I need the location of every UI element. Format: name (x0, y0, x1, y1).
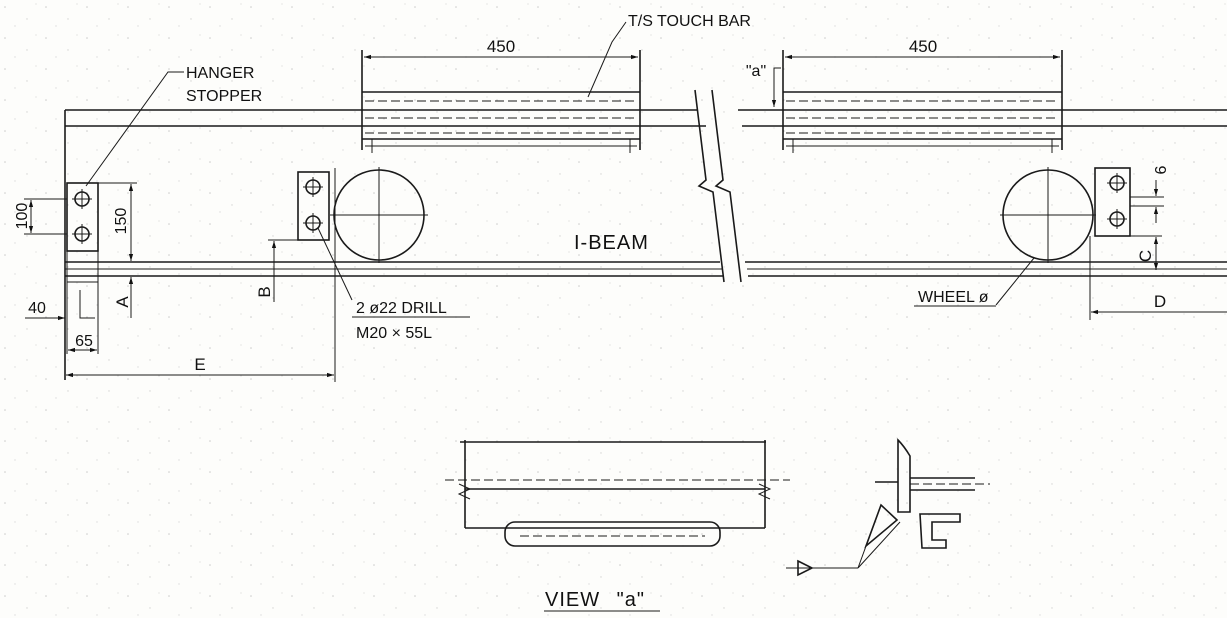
right-hanger-plate (1094, 167, 1131, 237)
top-rail (65, 109, 1227, 127)
hanger-stopper-callout-line1: HANGER (186, 65, 254, 82)
dim-gap-lines (1130, 180, 1164, 223)
touch-bar-callout: T/S TOUCH BAR (628, 13, 751, 30)
i-beam-flange (65, 261, 1227, 277)
dim-bolt-pitch: 100 (14, 203, 31, 230)
dim-b-lines (268, 239, 298, 302)
dim-stopper-height-lines (98, 182, 137, 261)
i-beam-label: I-BEAM (574, 232, 649, 254)
hanger-stopper-leader (85, 71, 184, 187)
drill-leader (317, 227, 353, 301)
touch-bar-left (361, 50, 641, 153)
dim-e: E (194, 355, 205, 374)
left-wheel (330, 167, 428, 263)
dim-a: A (113, 296, 132, 308)
view-a-channel (504, 521, 721, 547)
left-hanger-stopper-plate (66, 182, 99, 354)
dim-stopper-height: 150 (113, 208, 130, 235)
break-lines (694, 89, 742, 283)
section-detail-angle (875, 438, 990, 513)
section-detail-channel (919, 513, 961, 549)
wheel-callout: WHEEL ø (918, 289, 989, 306)
section-marker-arrow (771, 67, 781, 107)
drill-callout-line1: 2 ø22 DRILL (356, 300, 447, 317)
dim-touch-bar-left: 450 (487, 37, 515, 56)
weld-symbol (786, 503, 901, 577)
touch-bar-leader (587, 21, 627, 98)
dim-bolt-pitch-lines (24, 198, 67, 235)
section-marker-label: "a" (746, 63, 766, 80)
view-a-touch-bar (445, 440, 790, 529)
wheel-leader (995, 257, 1035, 306)
view-a-title: VIEW "a" (545, 589, 645, 611)
hanger-stopper-callout-line2: STOPPER (186, 88, 262, 105)
dim-end-offset: 40 (28, 300, 46, 317)
dim-c: C (1136, 250, 1155, 262)
dim-d: D (1154, 292, 1166, 311)
dim-b: B (255, 286, 274, 297)
drill-callout-line2: M20 × 55L (356, 325, 432, 342)
dim-gap: 6 (1153, 165, 1170, 174)
right-wheel (1000, 167, 1096, 263)
dim-stopper-width: 65 (75, 333, 93, 350)
dim-touch-bar-right: 450 (909, 37, 937, 56)
touch-bar-right (782, 50, 1063, 153)
middle-hanger-plate (297, 171, 330, 241)
dim-c-lines (1130, 235, 1162, 270)
